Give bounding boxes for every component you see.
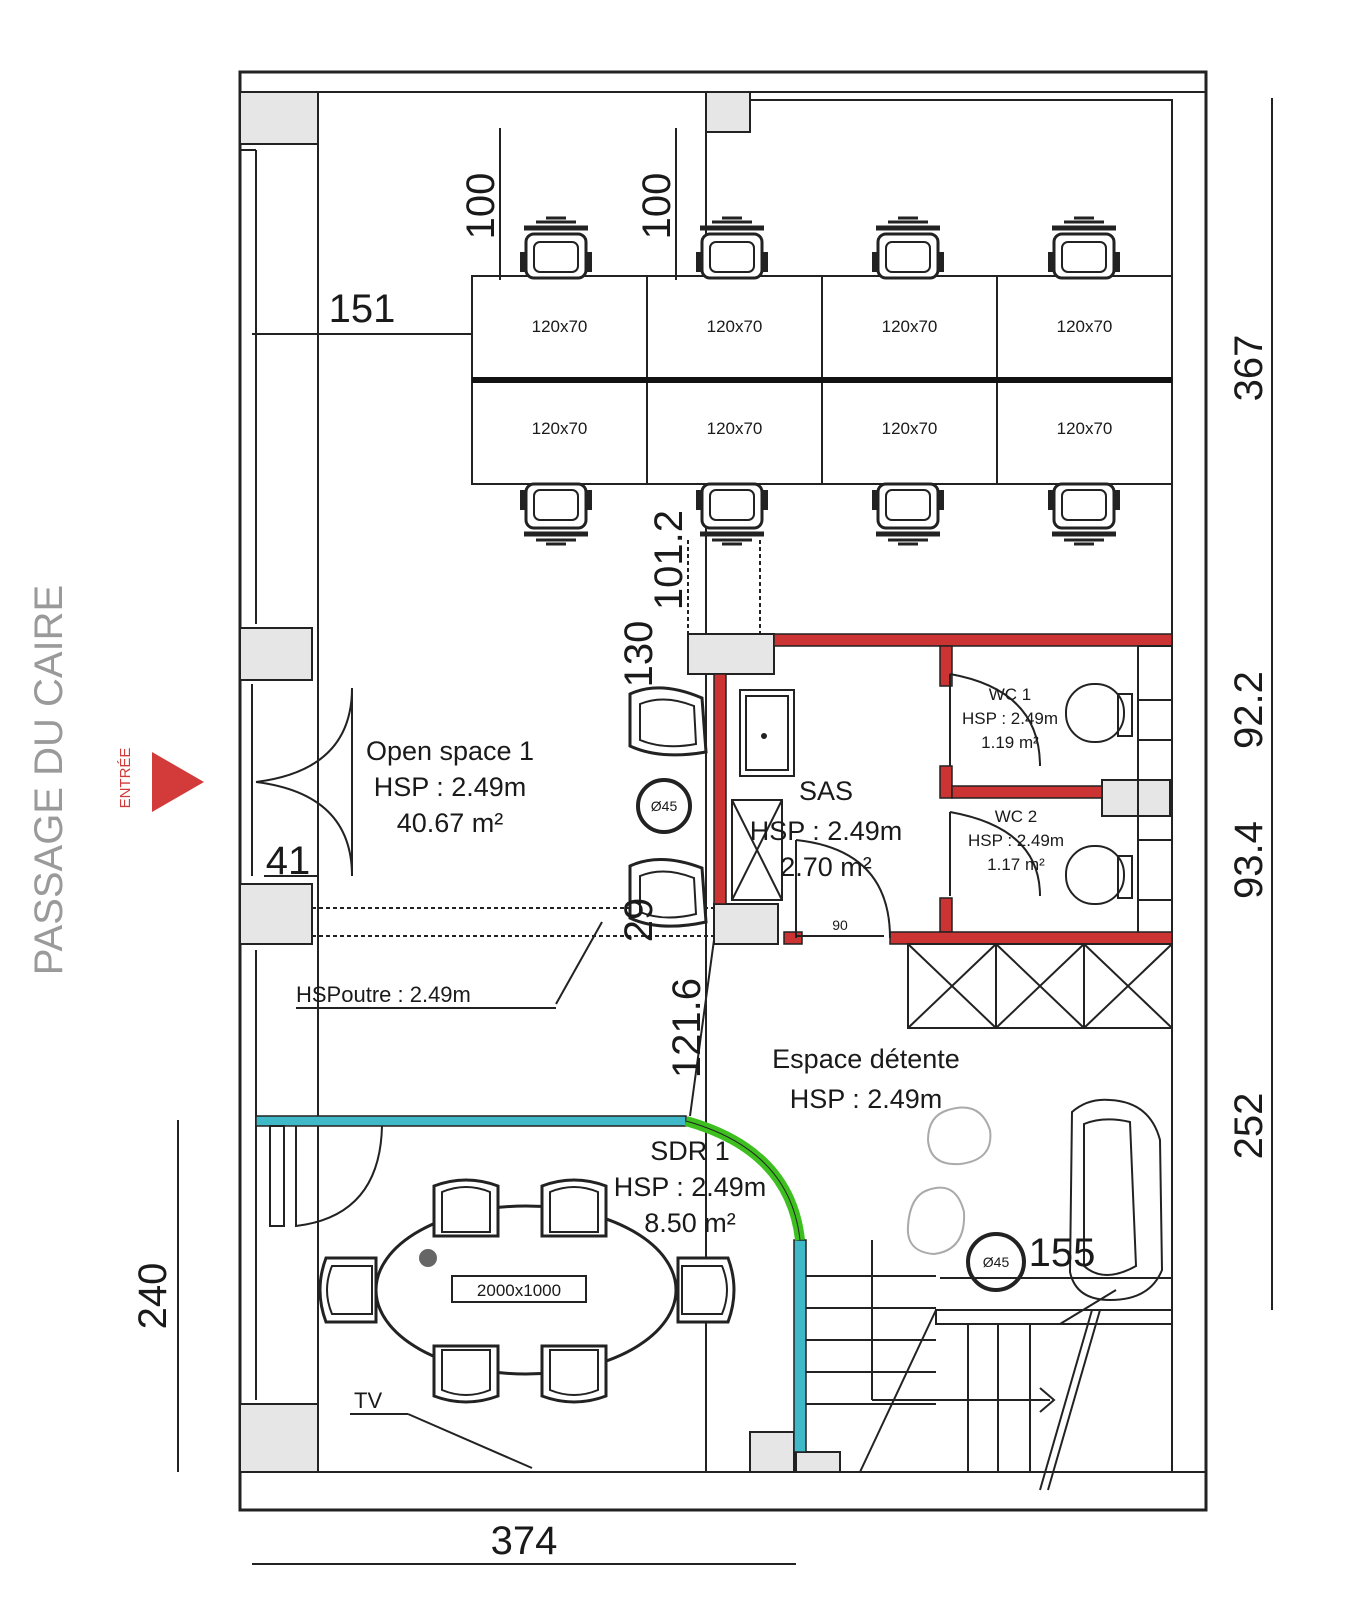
dimension-240: 240 — [131, 1263, 175, 1330]
kitchen-units — [907, 943, 1173, 1029]
wc2-name: WC 2 — [995, 807, 1038, 826]
dimension-92: 92.2 — [1227, 671, 1271, 749]
desk — [646, 379, 823, 485]
wc1-hsp: HSP : 2.49m — [962, 709, 1058, 728]
dimension-130: 130 — [617, 621, 661, 688]
dimension-100-b: 100 — [635, 173, 679, 240]
meeting-room-glass — [255, 1115, 807, 1453]
open-space-area: 40.67 m² — [397, 808, 504, 838]
desk-size-label: 120x70 — [707, 317, 763, 336]
desk-size-label: 120x70 — [532, 317, 588, 336]
door-number: 90 — [832, 917, 848, 933]
desk — [996, 275, 1173, 381]
wc-fixtures — [949, 645, 1172, 932]
wc1-name: WC 1 — [989, 685, 1032, 704]
entrance-arrow-icon — [152, 752, 204, 812]
open-space-name: Open space 1 — [366, 736, 534, 766]
sas-name: SAS — [799, 776, 853, 806]
lounge-furniture — [906, 1098, 1164, 1302]
dimension-121: 121.6 — [665, 978, 709, 1078]
dimension-93: 93.4 — [1227, 821, 1271, 899]
wc1-area: 1.19 m² — [981, 733, 1039, 752]
dimension-367: 367 — [1227, 335, 1271, 402]
dimension-374: 374 — [491, 1519, 558, 1563]
desk — [996, 379, 1173, 485]
lounge-chairs — [628, 686, 708, 928]
desk — [471, 275, 648, 381]
facade-windows — [239, 144, 319, 1400]
dimension-29: 29 — [617, 898, 661, 943]
dimension-252: 252 — [1227, 1093, 1271, 1160]
dimension-151: 151 — [329, 287, 396, 331]
dimension-155: 155 — [1029, 1231, 1096, 1275]
sas-fixtures — [731, 689, 891, 939]
desk-size-label: 120x70 — [707, 419, 763, 438]
entrance-label: ENTRÉE — [117, 748, 134, 809]
desk-cluster: 120x70 120x70 120x70 120x70 120x70 120x70 120x… — [471, 275, 1173, 485]
desk — [821, 275, 998, 381]
desk — [471, 379, 648, 485]
desk-size-label: 120x70 — [1057, 419, 1113, 438]
pillars — [239, 91, 1171, 1473]
dimension-lines — [177, 98, 1273, 1565]
side-table-diameter: Ø45 — [651, 798, 678, 814]
sdr-name: SDR 1 — [650, 1136, 730, 1166]
sdr-hsp: HSP : 2.49m — [614, 1172, 767, 1202]
beam-height-label: HSPoutre : 2.49m — [296, 982, 471, 1007]
detente-name: Espace détente — [772, 1044, 960, 1074]
desk-size-label: 120x70 — [882, 419, 938, 438]
dimension-101: 101.2 — [647, 510, 691, 610]
desk-size-label: 120x70 — [532, 419, 588, 438]
open-space-hsp: HSP : 2.49m — [374, 772, 527, 802]
dimension-100-a: 100 — [459, 173, 503, 240]
sas-area: 2.70 m² — [780, 852, 872, 882]
sas-hsp: HSP : 2.49m — [750, 816, 903, 846]
table-size: 2000x1000 — [477, 1281, 561, 1300]
dimension-41: 41 — [266, 839, 311, 883]
staircase — [806, 1240, 1173, 1491]
wc2-area: 1.17 m² — [987, 855, 1045, 874]
entrance-door[interactable] — [251, 684, 353, 877]
detente-hsp: HSP : 2.49m — [790, 1084, 943, 1114]
tv-label: TV — [354, 1388, 382, 1413]
table-size-box — [451, 1275, 587, 1303]
desk-size-label: 120x70 — [1057, 317, 1113, 336]
street-name: PASSAGE DU CAIRE — [27, 585, 71, 975]
desk-size-label: 120x70 — [882, 317, 938, 336]
sdr-area: 8.50 m² — [644, 1208, 736, 1238]
lounge-table-diameter: Ø45 — [983, 1254, 1010, 1270]
wc2-hsp: HSP : 2.49m — [968, 831, 1064, 850]
beam-lines — [312, 540, 761, 937]
